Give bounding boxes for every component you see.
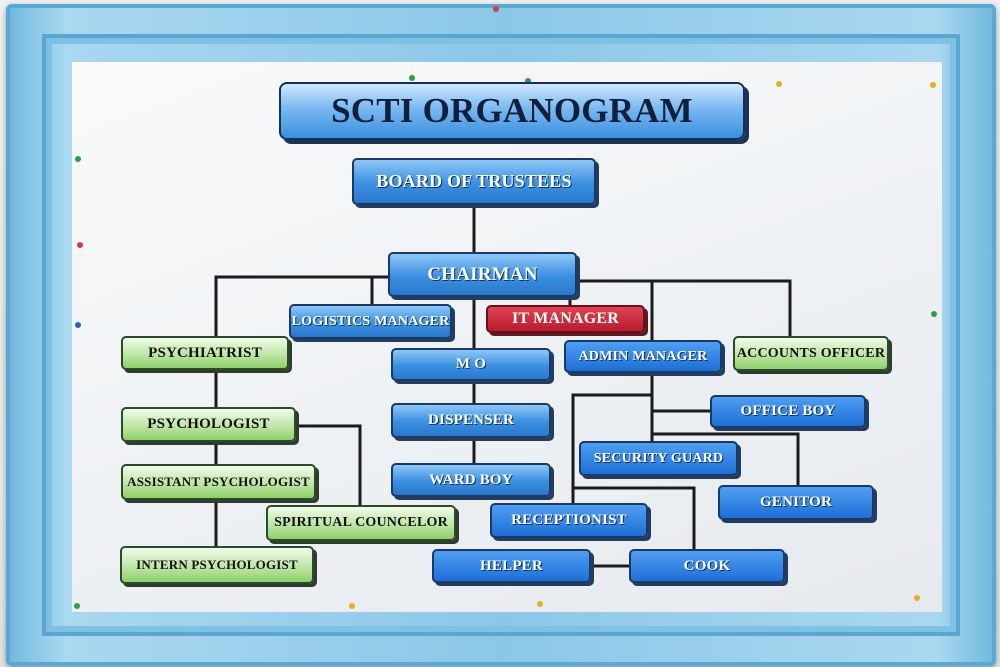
node-intern-psychologist: INTERN PSYCHOLOGIST <box>120 546 314 584</box>
node-it-manager: IT MANAGER <box>486 305 645 333</box>
page-title: SCTI ORGANOGRAM <box>279 82 745 140</box>
pin-icon <box>525 78 531 84</box>
node-ward-boy: WARD BOY <box>391 463 551 497</box>
node-mo: M O <box>391 348 551 381</box>
node-security-guard: SECURITY GUARD <box>579 441 738 476</box>
pin-icon <box>914 595 920 601</box>
node-chairman: CHAIRMAN <box>388 252 577 297</box>
pin-icon <box>349 603 355 609</box>
node-receptionist: RECEPTIONIST <box>490 503 648 538</box>
node-admin-manager: ADMIN MANAGER <box>564 340 722 373</box>
pin-icon <box>74 603 80 609</box>
pin-icon <box>409 75 415 81</box>
node-office-boy: OFFICE BOY <box>710 395 866 428</box>
node-helper: HELPER <box>432 549 591 583</box>
node-dispenser: DISPENSER <box>391 403 551 438</box>
node-accounts-officer: ACCOUNTS OFFICER <box>733 336 889 371</box>
pin-icon <box>77 242 83 248</box>
node-cook: COOK <box>629 549 785 583</box>
pin-icon <box>493 6 499 12</box>
node-board-of-trustees: BOARD OF TRUSTEES <box>352 158 596 205</box>
node-assistant-psychologist: ASSISTANT PSYCHOLOGIST <box>121 464 316 500</box>
pin-icon <box>75 156 81 162</box>
pin-icon <box>537 601 543 607</box>
pin-icon <box>776 81 782 87</box>
node-genitor: GENITOR <box>718 485 874 520</box>
pin-icon <box>930 82 936 88</box>
node-psychologist: PSYCHOLOGIST <box>121 407 296 442</box>
pin-icon <box>75 322 81 328</box>
node-spiritual-councelor: SPIRITUAL COUNCELOR <box>266 505 456 541</box>
pin-icon <box>931 311 937 317</box>
node-logistics-manager: LOGISTICS MANAGER <box>289 304 452 339</box>
node-psychiatrist: PSYCHIATRIST <box>121 336 289 370</box>
